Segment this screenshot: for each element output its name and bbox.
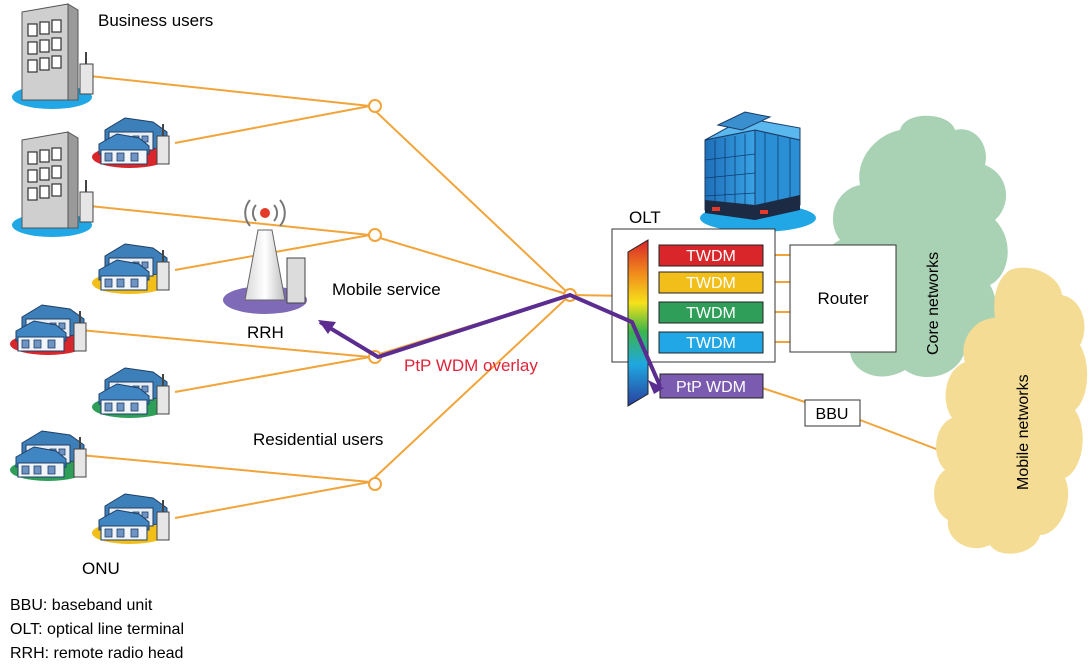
legend-bbu: BBU: baseband unit bbox=[10, 597, 153, 614]
mobile-service-label: Mobile service bbox=[332, 280, 441, 299]
business-users-label: Business users bbox=[98, 11, 213, 30]
legend-rrh: RRH: remote radio head bbox=[10, 645, 184, 662]
twdm-label-4: TWDM bbox=[686, 335, 736, 352]
mobile-networks-label: Mobile networks bbox=[1015, 374, 1032, 490]
mobile-networks-cloud bbox=[934, 267, 1088, 554]
residential-user-1 bbox=[92, 117, 170, 168]
splitter-4 bbox=[368, 477, 382, 491]
rrh-label: RRH bbox=[247, 323, 284, 342]
onu-label: ONU bbox=[82, 559, 120, 578]
residential-user-4 bbox=[92, 367, 170, 418]
residential-user-2 bbox=[92, 243, 170, 294]
central-office-building bbox=[700, 111, 816, 232]
twdm-channels: TWDM TWDM TWDM TWDM bbox=[658, 244, 764, 354]
twdm-channel-4 bbox=[658, 331, 764, 354]
twdm-label-3: TWDM bbox=[686, 305, 736, 322]
ptp-wdm-overlay-path bbox=[318, 292, 664, 394]
core-networks-label: Core networks bbox=[925, 252, 942, 355]
twdm-channel-2 bbox=[658, 271, 764, 294]
legend-olt: OLT: optical line terminal bbox=[10, 621, 184, 638]
twdm-channel-3 bbox=[658, 301, 764, 324]
twdm-channel-1 bbox=[658, 244, 764, 267]
router-box bbox=[789, 244, 897, 353]
residential-user-6 bbox=[92, 493, 170, 544]
bbu-label: BBU bbox=[816, 406, 849, 423]
business-user-2 bbox=[12, 131, 94, 237]
olt-label: OLT bbox=[629, 208, 661, 227]
ptp-wdm-label: PtP WDM bbox=[676, 379, 746, 396]
residential-users-label: Residential users bbox=[253, 430, 383, 449]
rrh-tower bbox=[223, 199, 307, 314]
residential-user-5 bbox=[10, 430, 87, 481]
router-label: Router bbox=[817, 289, 868, 308]
ptp-overlay-label: PtP WDM overlay bbox=[404, 356, 538, 375]
twdm-label-1: TWDM bbox=[686, 248, 736, 265]
business-user-1 bbox=[12, 3, 94, 109]
residential-user-3 bbox=[10, 304, 87, 355]
twdm-label-2: TWDM bbox=[686, 275, 736, 292]
bbu-box bbox=[804, 399, 861, 427]
ptp-wdm-box bbox=[659, 373, 764, 399]
splitter-2 bbox=[368, 228, 382, 242]
wdm-multiplexer bbox=[627, 239, 649, 407]
splitter-1 bbox=[368, 99, 382, 113]
splitters bbox=[368, 99, 577, 491]
